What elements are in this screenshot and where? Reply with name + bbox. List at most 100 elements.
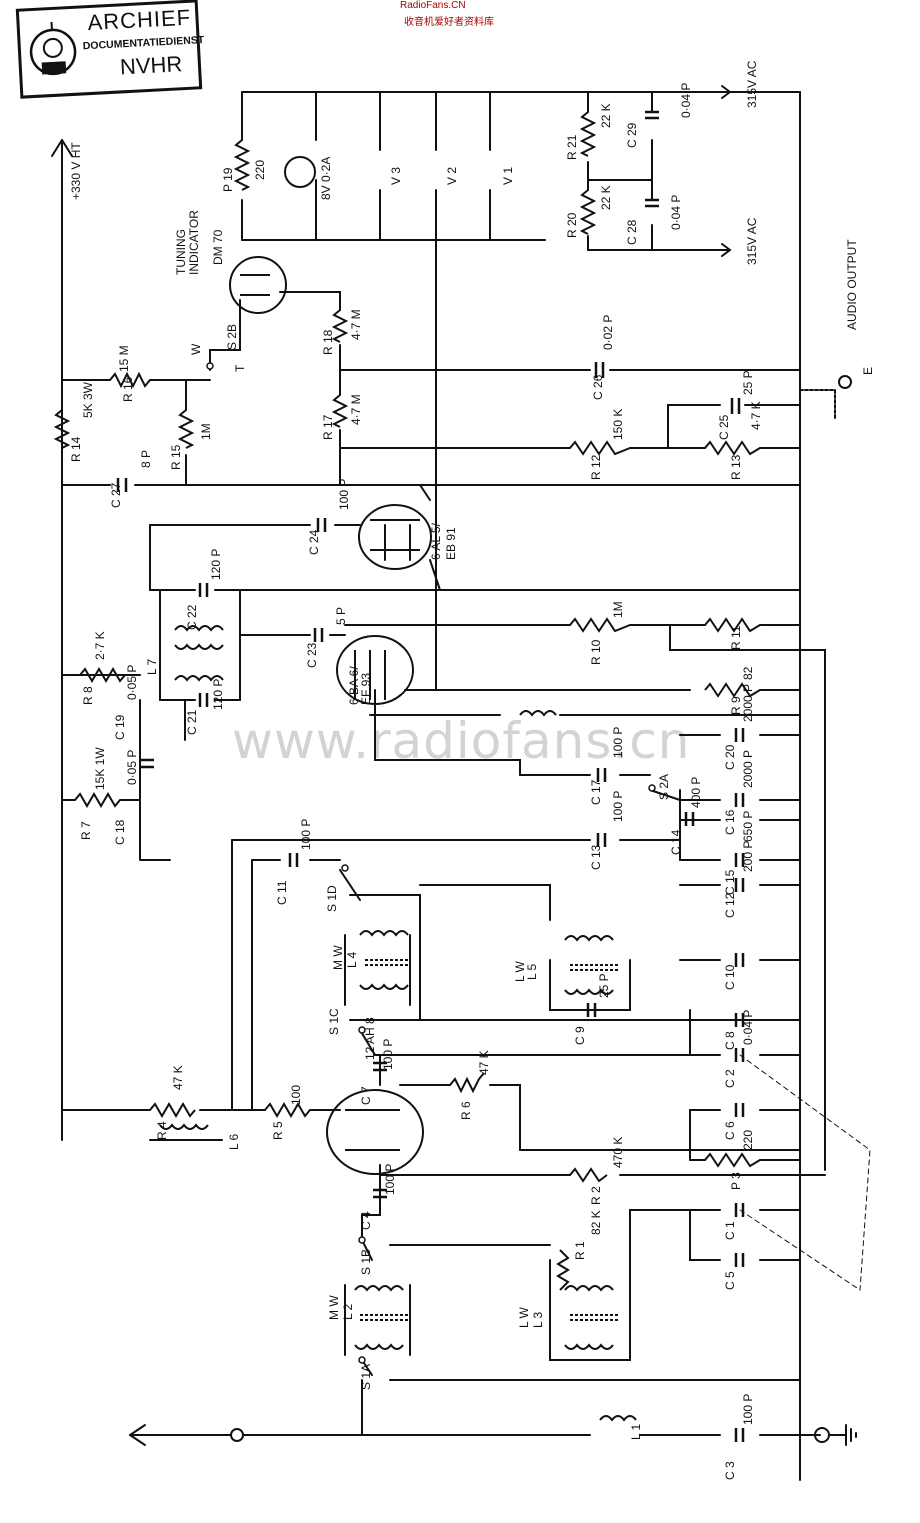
- label-lw: L W: [517, 1306, 531, 1328]
- label-r17: R 17: [321, 414, 335, 440]
- label-v3: V 3: [389, 167, 403, 185]
- label-r14v: 5K 3W: [81, 381, 95, 418]
- cap-c21: [198, 693, 209, 707]
- label-w: W: [189, 343, 203, 355]
- label-c29v: 0·04 P: [679, 83, 693, 118]
- label-c23: C 23: [305, 642, 319, 668]
- resistor-r5: [264, 1102, 311, 1118]
- label-ac2: 315V AC: [745, 217, 759, 265]
- label-ef93b: EF 93: [359, 673, 373, 705]
- coil-l6: [159, 1123, 209, 1130]
- society-seal: [29, 21, 77, 76]
- label-r10: R 10: [589, 639, 603, 665]
- cap-c8: [734, 1013, 745, 1027]
- label-c11v: 100 P: [299, 819, 313, 850]
- label-l7: L 7: [145, 658, 159, 675]
- label-eb91b: EB 91: [444, 527, 458, 560]
- cap-c27: [116, 478, 128, 492]
- label-l4: L 4: [345, 951, 359, 968]
- label-c27v: 8 P: [139, 450, 153, 468]
- label-ht: +330 V HT: [69, 142, 83, 200]
- cap-c1: [734, 1203, 745, 1217]
- label-c13: C 13: [589, 844, 603, 870]
- switch-s2b-contact: [206, 362, 214, 370]
- label-eb91: 6 AL 5/: [429, 522, 443, 560]
- label-r16: R 16: [121, 376, 135, 402]
- site-subtitle: 收音机爱好者资料库: [404, 17, 494, 28]
- label-ac1: 315V AC: [745, 60, 759, 108]
- cap-c17: [596, 768, 607, 782]
- label-s1b: S 1B: [359, 1249, 373, 1275]
- cap-c16: [734, 793, 745, 807]
- valve-12ah8: [326, 1089, 424, 1175]
- label-c19: C 19: [113, 714, 127, 740]
- label-c1: C 1: [723, 1221, 737, 1240]
- label-c5: C 5: [723, 1271, 737, 1290]
- label-r220: 220: [253, 160, 267, 180]
- resistor-r16: [109, 371, 151, 389]
- label-c4v: 100 P: [383, 1164, 397, 1195]
- cap-c7: [373, 1061, 387, 1072]
- resistor-r17: [331, 394, 349, 428]
- label-c18v: 0·05 P: [125, 750, 139, 785]
- label-r9: R 9: [729, 696, 743, 715]
- cap-c5: [734, 1253, 745, 1267]
- label-c20: C 20: [723, 744, 737, 770]
- label-c24: C 24: [307, 529, 321, 555]
- label-l2: L 2: [341, 1303, 355, 1320]
- cap-c29: [645, 110, 659, 120]
- label-r20: R 20: [565, 212, 579, 238]
- cap-c26: [594, 362, 605, 378]
- label-s2a: S 2A: [657, 774, 671, 800]
- resistor-r2: [569, 1167, 608, 1183]
- valve-eb91: [358, 504, 432, 570]
- label-p3v: 220: [741, 1130, 755, 1150]
- label-c14v: 400 P: [689, 777, 703, 808]
- label-c25v: 25 P: [741, 370, 755, 395]
- label-c24v: 100 P: [337, 479, 351, 510]
- label-mw: M W: [331, 945, 345, 970]
- coil-l7-if1: [174, 625, 224, 632]
- label-c13v: 100 P: [611, 791, 625, 822]
- lamp-8v: [284, 156, 316, 188]
- label-r21: R 21: [565, 134, 579, 160]
- label-c17v: 100 P: [611, 727, 625, 758]
- cap-c14: [684, 812, 695, 826]
- label-r12: R 12: [589, 454, 603, 480]
- valve-dm70: [229, 256, 287, 314]
- label-indicator: INDICATOR: [187, 210, 201, 275]
- label-c28: C 28: [625, 219, 639, 245]
- label-c3v: 100 P: [741, 1394, 755, 1425]
- label-r12v: 150 K: [611, 409, 625, 440]
- switch-s1b-contact: [358, 1236, 366, 1244]
- archive-stamp: ARCHIEF DOCUMENTATIEDIENST NVHR: [15, 0, 205, 99]
- label-c17: C 17: [589, 779, 603, 805]
- label-l6: L 6: [227, 1133, 241, 1150]
- coil-l1: [599, 1415, 637, 1422]
- resistor-r9: [704, 682, 761, 698]
- label-c22v: 120 P: [209, 549, 223, 580]
- switch-s1a-contact: [358, 1356, 366, 1364]
- label-c7v: 100 P: [381, 1039, 395, 1070]
- resistor-r20: [579, 189, 597, 235]
- label-r7: R 7: [79, 821, 93, 840]
- label-c18: C 18: [113, 819, 127, 845]
- resistor-p19: [233, 139, 251, 191]
- label-audio: AUDIO OUTPUT: [845, 239, 859, 330]
- cap-c9: [586, 1003, 597, 1017]
- cap-c11: [288, 853, 299, 867]
- label-c7: C 7: [359, 1086, 373, 1105]
- label-r17v: 4·7 M: [349, 394, 363, 425]
- cap-c23: [313, 628, 324, 642]
- label-r11: R 11: [729, 625, 743, 650]
- label-r4v: 47 K: [171, 1065, 185, 1090]
- label-r9v: 82: [741, 666, 755, 680]
- label-r1: R 1: [573, 1241, 587, 1260]
- cap-c18: [140, 758, 154, 769]
- coil-l5: [564, 935, 614, 942]
- cap-c25: [730, 398, 741, 414]
- resistor-r1: [556, 1249, 570, 1291]
- resistor-r4: [149, 1102, 196, 1118]
- label-r15v: 1M: [199, 423, 213, 440]
